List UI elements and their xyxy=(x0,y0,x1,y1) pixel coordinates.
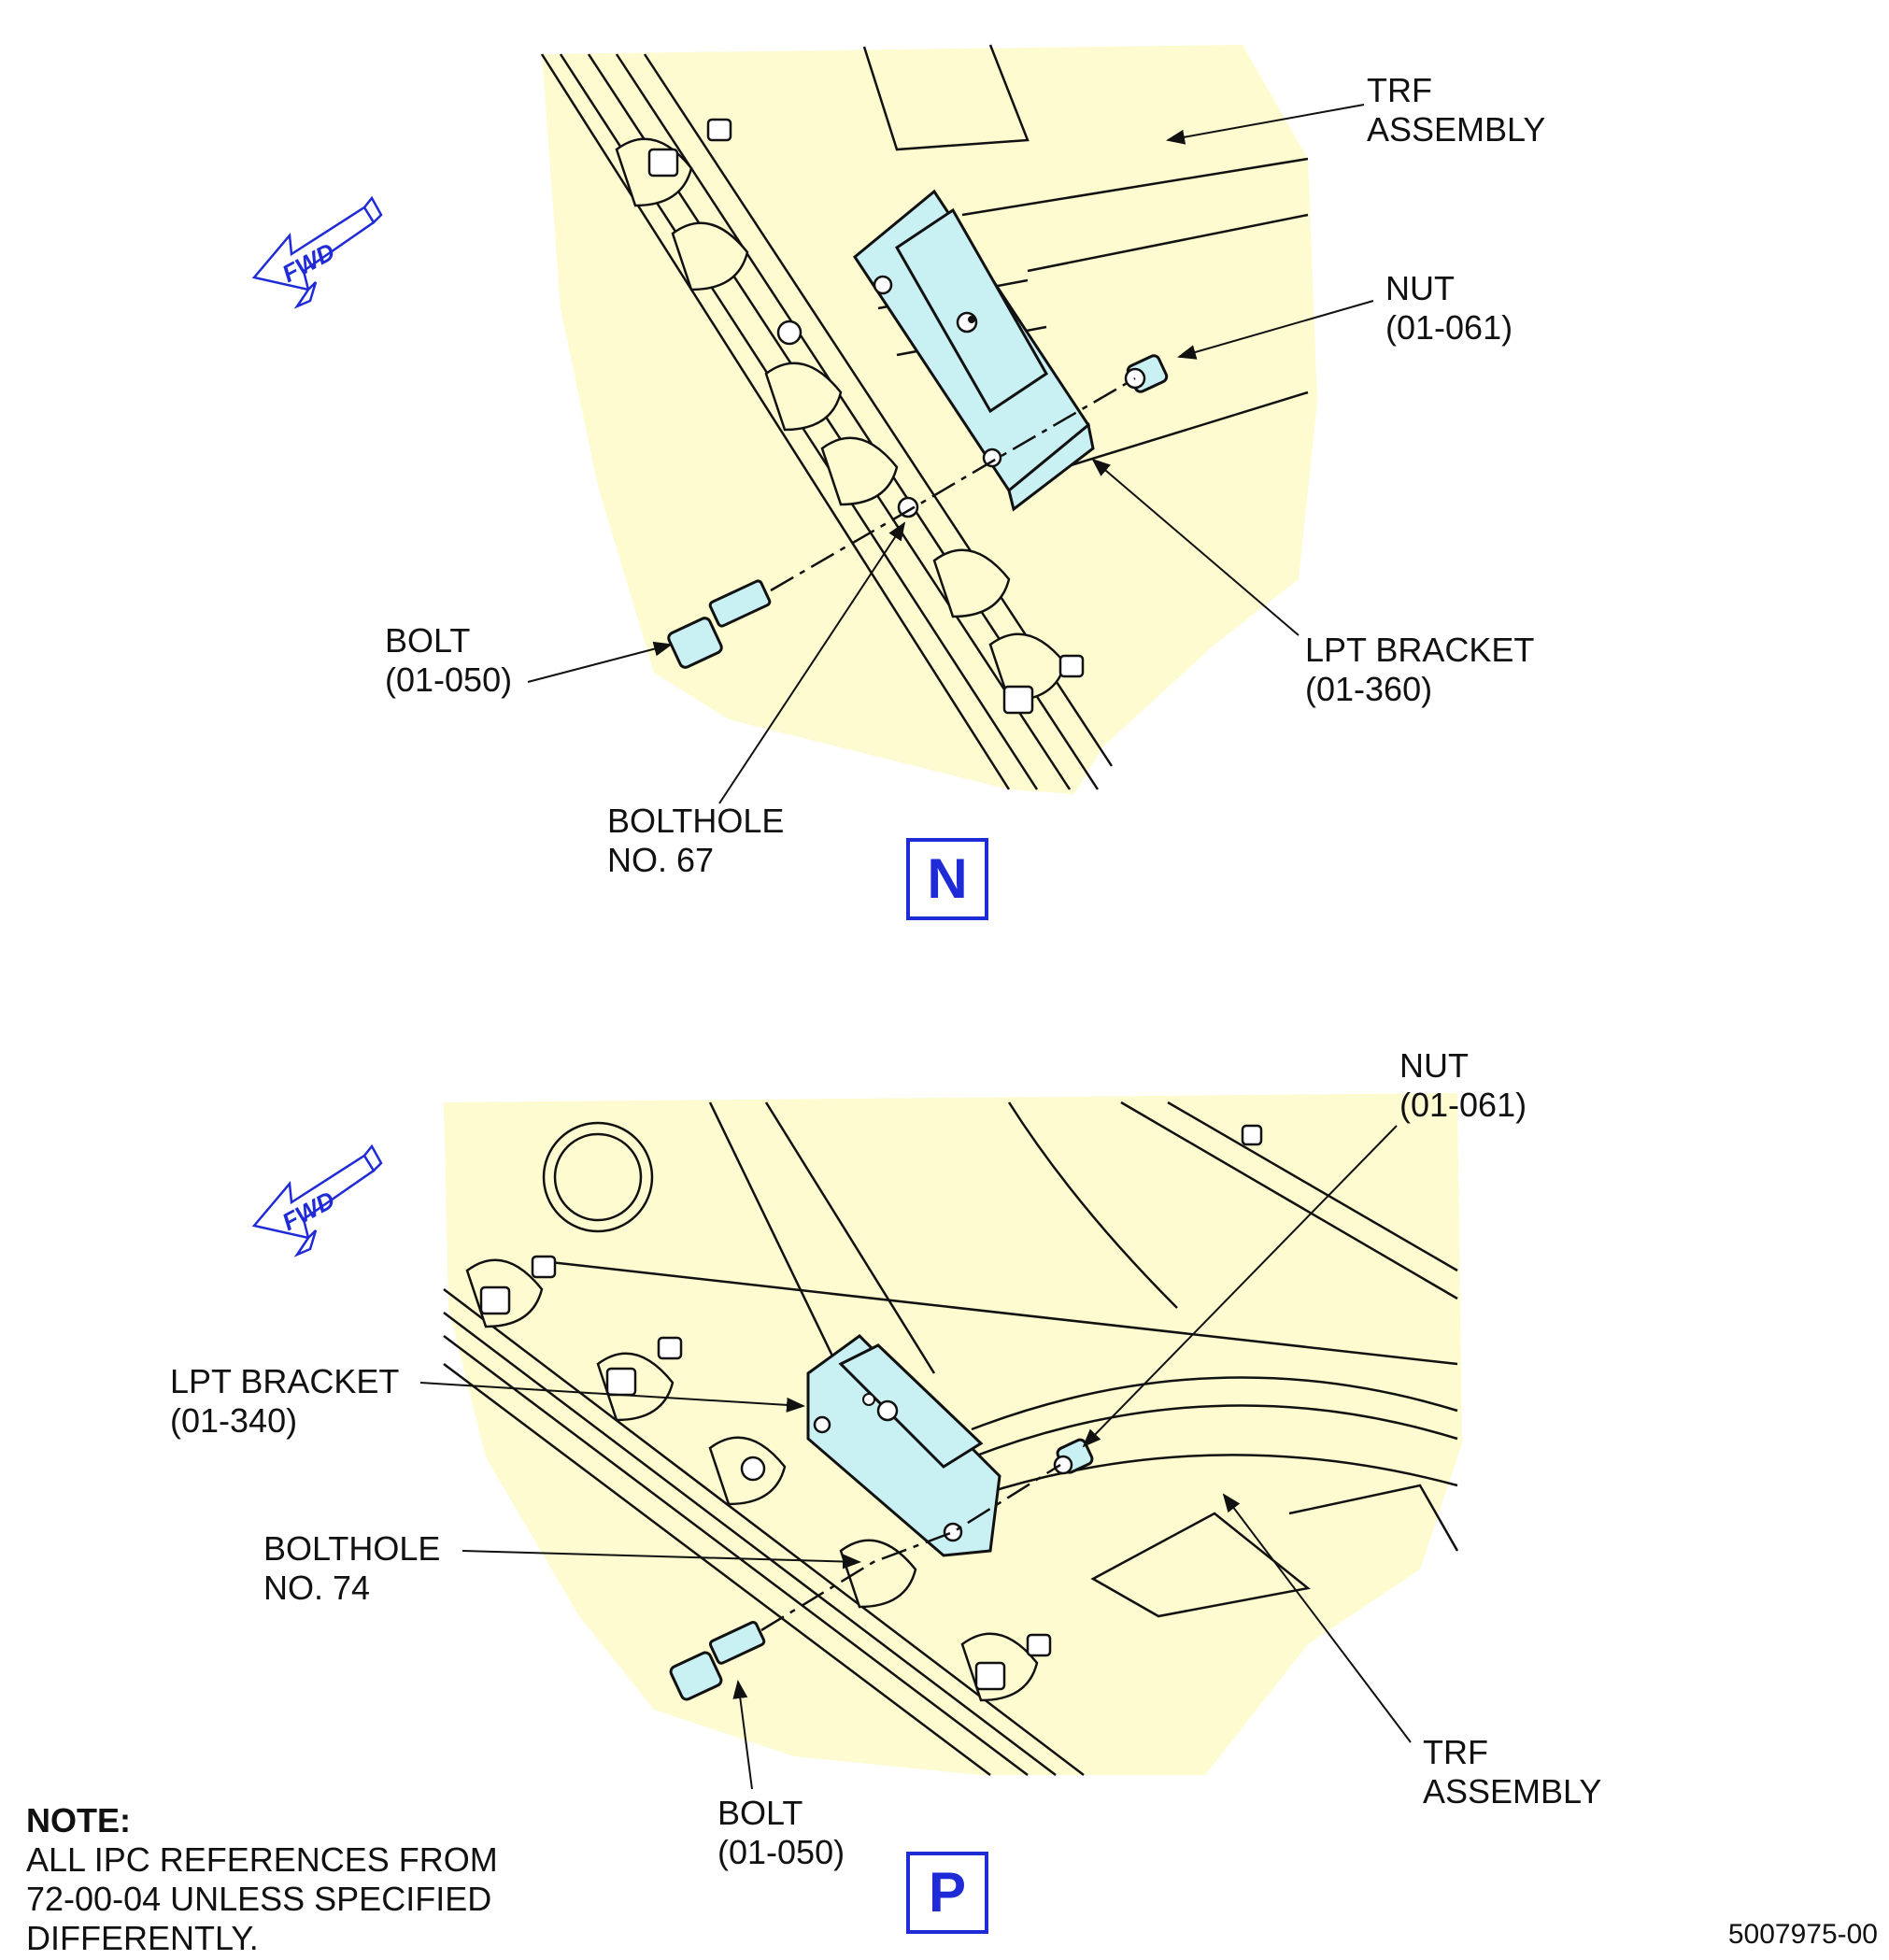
view-p-nut-label: NUT(01-061) xyxy=(1399,1046,1527,1124)
view-n-identifier: N xyxy=(906,838,988,920)
view-p-centerline xyxy=(760,1463,1061,1632)
note-line-1: ALL IPC REFERENCES FROM xyxy=(26,1840,498,1879)
view-p-studs xyxy=(479,1124,1263,1691)
note-block: NOTE: ALL IPC REFERENCES FROM 72-00-04 U… xyxy=(26,1801,498,1958)
view-n-nut xyxy=(1124,354,1169,393)
view-n-lpt-bracket xyxy=(853,189,1095,512)
view-n-fwd-arrow xyxy=(251,195,383,309)
view-p-ring-rails xyxy=(443,1101,1459,1776)
view-n-bolt xyxy=(667,579,772,669)
view-p-lpt-bracket-label: LPT BRACKET(01-340) xyxy=(170,1362,400,1440)
view-n-lpt-bracket-label: LPT BRACKET(01-360) xyxy=(1305,631,1535,708)
view-n-leaders xyxy=(527,104,1374,804)
view-p-leaders xyxy=(419,1125,1412,1790)
view-p-identifier: P xyxy=(906,1852,988,1934)
note-line-3: DIFFERENTLY. xyxy=(26,1919,259,1957)
view-n-drawing: FWD xyxy=(251,44,1374,804)
view-p-fwd-arrow xyxy=(251,1143,383,1257)
view-p-lpt-bracket xyxy=(806,1334,1001,1557)
note-heading: NOTE: xyxy=(26,1801,131,1839)
view-p-drawing: FWD xyxy=(251,1093,1462,1790)
view-p-bolt-label: BOLT(01-050) xyxy=(717,1794,845,1871)
document-number: 5007975-00 xyxy=(1727,1919,1878,1950)
view-p-bolt xyxy=(669,1621,766,1701)
view-n-bolt-label: BOLT(01-050) xyxy=(385,621,513,699)
view-n-studs xyxy=(647,118,1085,715)
note-line-2: 72-00-04 UNLESS SPECIFIED xyxy=(26,1880,492,1918)
view-n-centerline xyxy=(770,376,1136,592)
view-p-nut xyxy=(1053,1438,1094,1475)
view-n-nut-label: NUT(01-061) xyxy=(1385,269,1513,347)
